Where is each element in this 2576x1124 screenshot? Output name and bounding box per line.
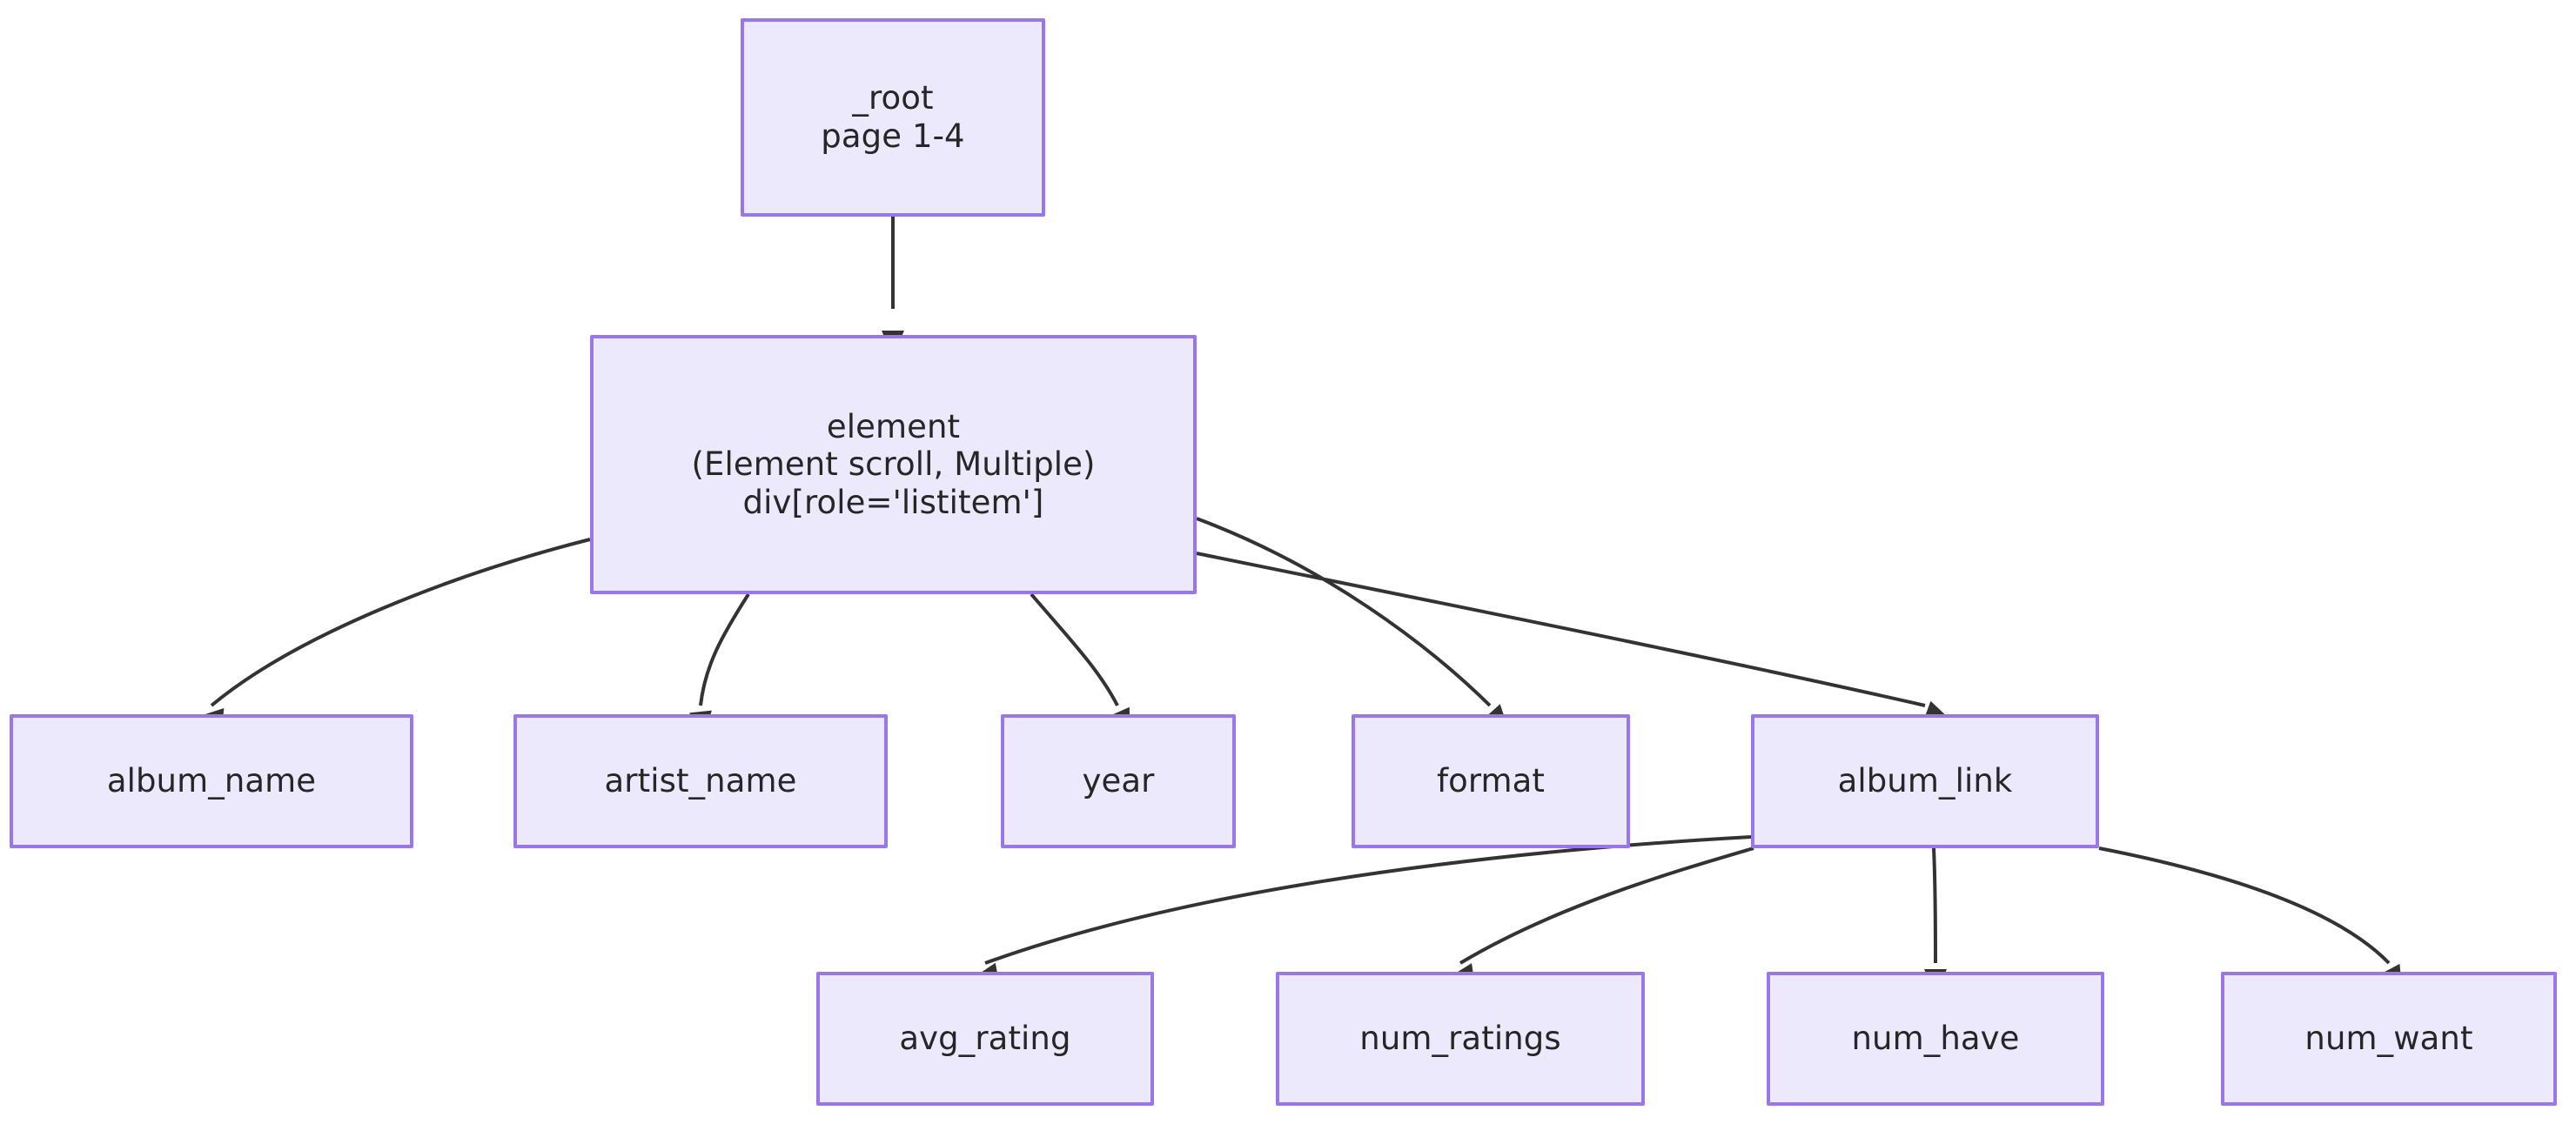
node-root-label-0: _root [852,79,934,117]
node-element[interactable]: element(Element scroll, Multiple)div[rol… [590,335,1197,594]
node-num_want-label-0: num_want [2304,1020,2473,1058]
node-album_name-label-0: album_name [106,762,317,800]
node-element-label-1: (Element scroll, Multiple) [691,445,1096,484]
node-album_link-label-0: album_link [1837,762,2013,800]
node-year-label-0: year [1082,762,1155,800]
node-num_ratings-label-0: num_ratings [1359,1020,1561,1058]
edge-element-album_link [1196,552,1926,707]
edge-album_link-num_have [1932,847,1937,964]
edge-element-album_name [210,538,591,707]
node-album_name[interactable]: album_name [10,714,413,848]
node-element-label-2: div[role='listitem'] [742,483,1044,521]
edge-album_link-num_want [2098,846,2391,965]
node-num_want[interactable]: num_want [2221,972,2557,1106]
node-avg_rating-label-0: avg_rating [899,1020,1071,1058]
node-year[interactable]: year [1001,714,1236,848]
node-num_ratings[interactable]: num_ratings [1276,972,1645,1106]
edge-album_link-avg_rating [984,835,1752,965]
node-element-label-0: element [826,407,961,445]
node-format-label-0: format [1436,762,1546,800]
node-album_link[interactable]: album_link [1751,714,2099,848]
edge-element-year [1030,592,1119,706]
edge-album_link-num_ratings [1459,846,1754,965]
node-artist_name[interactable]: artist_name [513,714,888,848]
node-avg_rating[interactable]: avg_rating [816,972,1154,1106]
edge-element-format [1196,517,1492,707]
node-root-label-1: page 1-4 [821,117,965,155]
node-num_have-label-0: num_have [1851,1020,2020,1058]
node-format[interactable]: format [1352,714,1630,848]
edge-element-artist_name [699,592,750,706]
node-num_have[interactable]: num_have [1767,972,2104,1106]
node-artist_name-label-0: artist_name [604,762,797,800]
